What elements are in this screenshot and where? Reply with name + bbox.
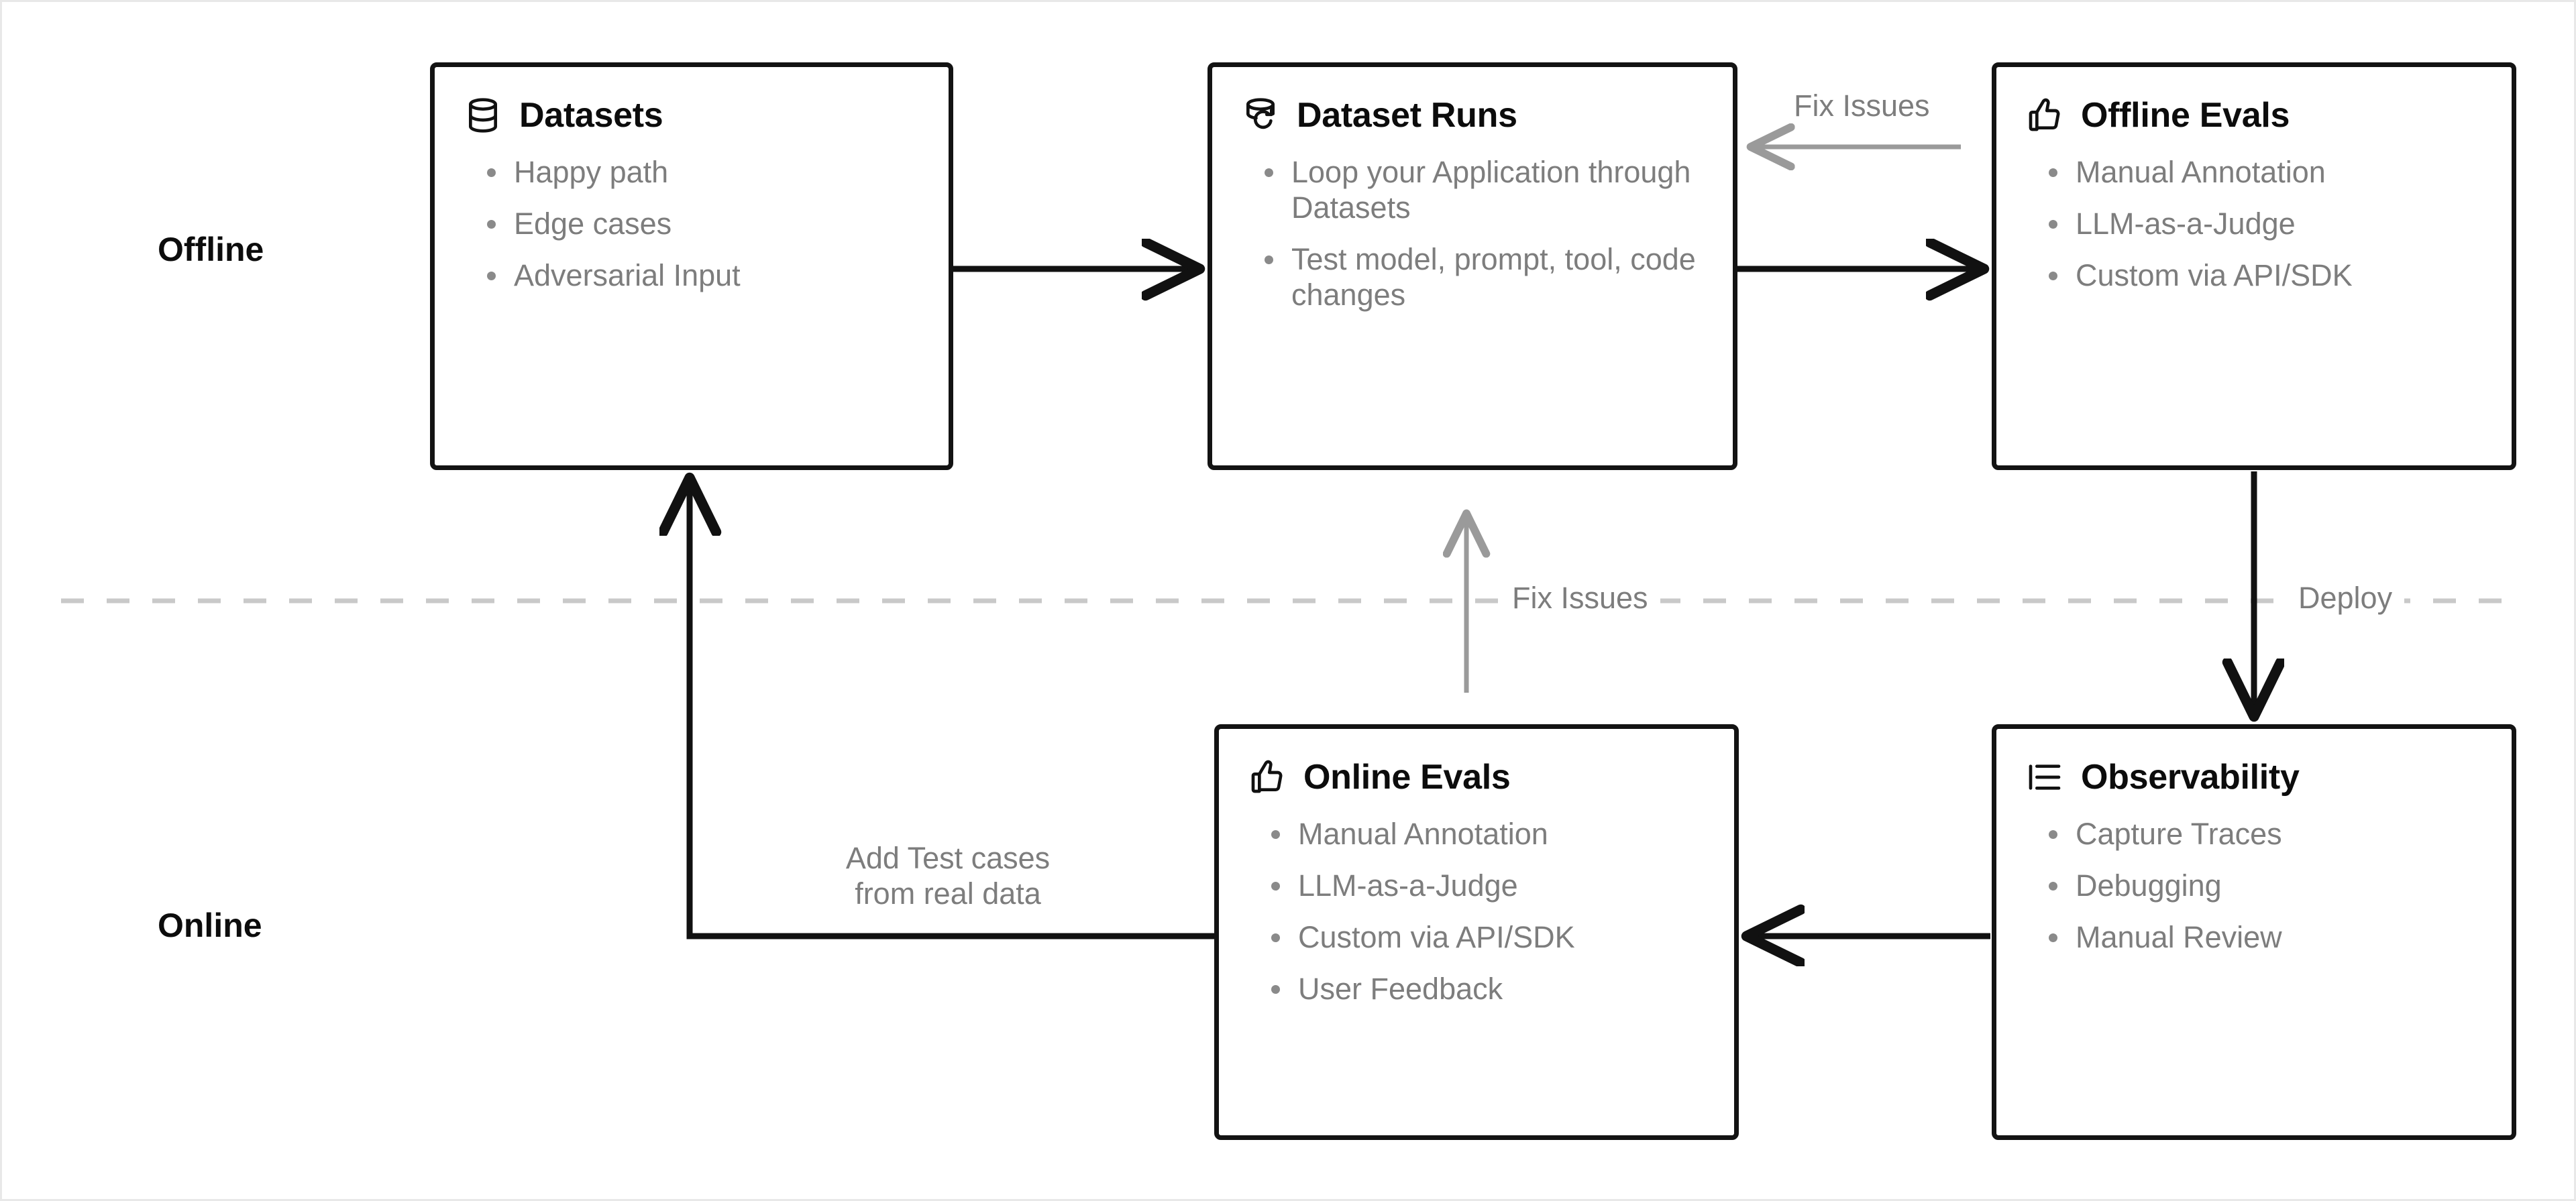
list-item: Manual Review: [2049, 919, 2485, 955]
list-tree-icon: [2026, 758, 2063, 796]
node-observability-list: Capture Traces Debugging Manual Review: [1996, 796, 2512, 955]
list-item: Manual Annotation: [1271, 816, 1707, 852]
lane-label-online: Online: [158, 907, 262, 944]
edge-label-fix-issues-top: Fix Issues: [1782, 88, 1942, 124]
node-observability-header: Observability: [1996, 729, 2512, 796]
node-dataset-runs-list: Loop your Application through Datasets T…: [1212, 134, 1733, 312]
thumbs-up-icon: [2026, 97, 2063, 134]
list-item: User Feedback: [1271, 971, 1707, 1007]
edge-label-fix-issues-middle: Fix Issues: [1500, 580, 1660, 616]
node-datasets[interactable]: Datasets Happy path Edge cases Adversari…: [430, 62, 953, 470]
node-offline-evals-header: Offline Evals: [1996, 67, 2512, 134]
thumbs-up-icon: [1248, 758, 1286, 796]
edge-label-deploy: Deploy: [2286, 580, 2405, 616]
list-item: Happy path: [487, 154, 922, 190]
node-observability-title: Observability: [2081, 757, 2300, 797]
list-item: Edge cases: [487, 206, 922, 241]
node-datasets-title: Datasets: [519, 95, 663, 135]
node-online-evals[interactable]: Online Evals Manual Annotation LLM-as-a-…: [1214, 724, 1739, 1140]
node-offline-evals[interactable]: Offline Evals Manual Annotation LLM-as-a…: [1992, 62, 2516, 470]
node-online-evals-list: Manual Annotation LLM-as-a-Judge Custom …: [1219, 796, 1734, 1007]
database-icon: [464, 97, 502, 134]
list-item: Adversarial Input: [487, 258, 922, 293]
node-offline-evals-title: Offline Evals: [2081, 95, 2290, 135]
node-offline-evals-list: Manual Annotation LLM-as-a-Judge Custom …: [1996, 134, 2512, 293]
list-item: Manual Annotation: [2049, 154, 2485, 190]
list-item: LLM-as-a-Judge: [2049, 206, 2485, 241]
list-item: Test model, prompt, tool, code changes: [1265, 241, 1706, 312]
node-observability[interactable]: Observability Capture Traces Debugging M…: [1992, 724, 2516, 1140]
lane-label-offline: Offline: [158, 231, 264, 268]
node-dataset-runs[interactable]: Dataset Runs Loop your Application throu…: [1208, 62, 1737, 470]
edge-label-add-test-cases: Add Test cases from real data: [804, 840, 1092, 912]
list-item: Custom via API/SDK: [1271, 919, 1707, 955]
node-dataset-runs-header: Dataset Runs: [1212, 67, 1733, 134]
node-online-evals-header: Online Evals: [1219, 729, 1734, 796]
list-item: Custom via API/SDK: [2049, 258, 2485, 293]
database-refresh-icon: [1242, 97, 1279, 134]
node-datasets-header: Datasets: [435, 67, 949, 134]
node-datasets-list: Happy path Edge cases Adversarial Input: [435, 134, 949, 293]
list-item: Loop your Application through Datasets: [1265, 154, 1706, 225]
list-item: Capture Traces: [2049, 816, 2485, 852]
list-item: LLM-as-a-Judge: [1271, 868, 1707, 903]
edge-label-add-test-cases-line1: Add Test cases: [845, 841, 1051, 875]
list-item: Debugging: [2049, 868, 2485, 903]
node-dataset-runs-title: Dataset Runs: [1297, 95, 1517, 135]
edge-label-add-test-cases-line2: from real data: [855, 876, 1041, 911]
node-online-evals-title: Online Evals: [1303, 757, 1511, 797]
